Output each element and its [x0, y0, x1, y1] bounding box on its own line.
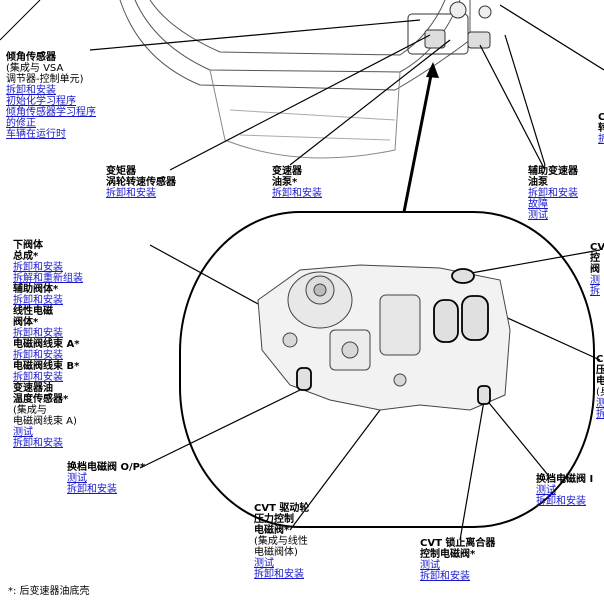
component-name: 转	[598, 123, 604, 134]
zoom-frame	[179, 211, 595, 528]
procedure-link[interactable]: 故障	[528, 199, 548, 210]
procedure-link[interactable]: 拆	[598, 134, 604, 145]
component-name: 温度传感器*	[13, 394, 69, 405]
component-note: 电磁阀体)	[254, 547, 298, 558]
component-name: 变速器	[272, 166, 302, 177]
procedure-link[interactable]: 初始化学习程序	[6, 96, 76, 107]
callout-arrow	[402, 62, 439, 213]
component-name: 压力控制	[254, 514, 294, 525]
procedure-link[interactable]: 车辆在运行时	[6, 129, 66, 140]
procedure-link[interactable]: 倾角传感器学习程序	[6, 107, 96, 118]
component-name: 电磁阀线束 A*	[13, 339, 80, 350]
procedure-link[interactable]: 测	[596, 398, 604, 409]
component-name: C	[596, 354, 604, 365]
label-torque-converter-sensor: 变矩器涡轮转速传感器拆卸和安装	[106, 166, 176, 199]
leader-lines	[89, 4, 604, 541]
label-transmission-pump: 变速器油泵*拆卸和安装	[272, 166, 322, 199]
component-name: 变矩器	[106, 166, 136, 177]
procedure-link[interactable]: 拆卸和安装	[13, 372, 63, 383]
component-name: CV	[590, 242, 604, 253]
procedure-link[interactable]: 测试	[67, 473, 87, 484]
procedure-link[interactable]: 拆	[596, 409, 604, 420]
label-shift-solenoid-op: 换档电磁阀 O/P*测试拆卸和安装	[67, 462, 145, 495]
component-name: 阀	[590, 264, 600, 275]
procedure-link[interactable]: 拆卸和安装	[67, 484, 117, 495]
component-name: 油泵*	[272, 177, 298, 188]
procedure-link[interactable]: 拆	[590, 286, 600, 297]
component-note: (身	[596, 387, 604, 398]
label-cvt-drive-pulley: CVT 驱动轮压力控制电磁阀*(集成与线性电磁阀体)测试拆卸和安装	[254, 503, 309, 580]
procedure-link[interactable]: 拆卸和安装	[420, 571, 470, 582]
component-name: 变速器油	[13, 383, 53, 394]
label-aux-pump: 辅助变速器油泵拆卸和安装故障测试	[528, 166, 578, 221]
procedure-link[interactable]: 测试	[528, 210, 548, 221]
procedure-link[interactable]: 拆卸和安装	[13, 295, 63, 306]
component-name: 控制电磁阀*	[420, 549, 476, 560]
procedure-link[interactable]: 测试	[254, 558, 274, 569]
procedure-link[interactable]: 拆卸和安装	[254, 569, 304, 580]
procedure-link[interactable]: 测	[590, 275, 600, 286]
procedure-link[interactable]: 测试	[420, 560, 440, 571]
procedure-link[interactable]: 拆卸和安装	[272, 188, 322, 199]
component-name: 辅助阀体*	[13, 284, 59, 295]
component-name: 压	[596, 365, 604, 376]
component-name: 倾角传感器	[6, 52, 56, 63]
procedure-link[interactable]: 拆卸和安装	[6, 85, 56, 96]
procedure-link[interactable]: 拆卸和安装	[106, 188, 156, 199]
procedure-link[interactable]: 拆解和重新组装	[13, 273, 83, 284]
component-name: 电	[596, 376, 604, 387]
component-name: 换档电磁阀 I	[536, 474, 594, 485]
engine-bay-illustration	[0, 0, 492, 159]
procedure-link[interactable]: 拆卸和安装	[13, 262, 63, 273]
component-note: 电磁阀线束 A)	[13, 416, 77, 427]
label-cvt-lockup: CVT 锁止离合器控制电磁阀*测试拆卸和安装	[420, 538, 495, 582]
procedure-link[interactable]: 测试	[536, 485, 556, 496]
valve-body-illustration	[257, 264, 511, 411]
procedure-link[interactable]: 拆卸和安装	[528, 188, 578, 199]
component-note: (集成与	[13, 405, 47, 416]
component-name: 总成*	[13, 251, 39, 262]
component-name: 涡轮转速传感器	[106, 177, 176, 188]
procedure-link[interactable]: 拆卸和安装	[13, 438, 63, 449]
procedure-link[interactable]: 的修正	[6, 118, 36, 129]
label-lower-valve-body: 下阀体总成*拆卸和安装拆解和重新组装辅助阀体*拆卸和安装线性电磁阀体*拆卸和安装…	[13, 240, 83, 449]
component-name: C	[598, 112, 604, 123]
component-note: (集成与线性	[254, 536, 308, 547]
label-c-right: C压电(身测拆	[596, 354, 604, 420]
procedure-link[interactable]: 测试	[13, 427, 33, 438]
component-name: 线性电磁	[13, 306, 53, 317]
procedure-link[interactable]: 拆卸和安装	[13, 350, 63, 361]
component-name: 控	[590, 253, 600, 264]
component-name: 油泵	[528, 177, 548, 188]
component-note: (集成与 VSA	[6, 63, 64, 74]
component-name: 电磁阀*	[254, 525, 290, 536]
procedure-link[interactable]: 拆卸和安装	[536, 496, 586, 507]
component-name: 辅助变速器	[528, 166, 578, 177]
component-name: 下阀体	[13, 240, 43, 251]
component-name: 换档电磁阀 O/P*	[67, 462, 146, 473]
component-name: CVT 驱动轮	[254, 503, 310, 514]
component-note: 调节器-控制单元)	[6, 74, 84, 85]
component-name: CVT 锁止离合器	[420, 538, 496, 549]
component-name: 电磁阀线束 B*	[13, 361, 80, 372]
procedure-link[interactable]: 拆卸和安装	[13, 328, 63, 339]
component-name: 阀体*	[13, 317, 39, 328]
footnote: *: 后变速器油底壳	[8, 586, 90, 597]
